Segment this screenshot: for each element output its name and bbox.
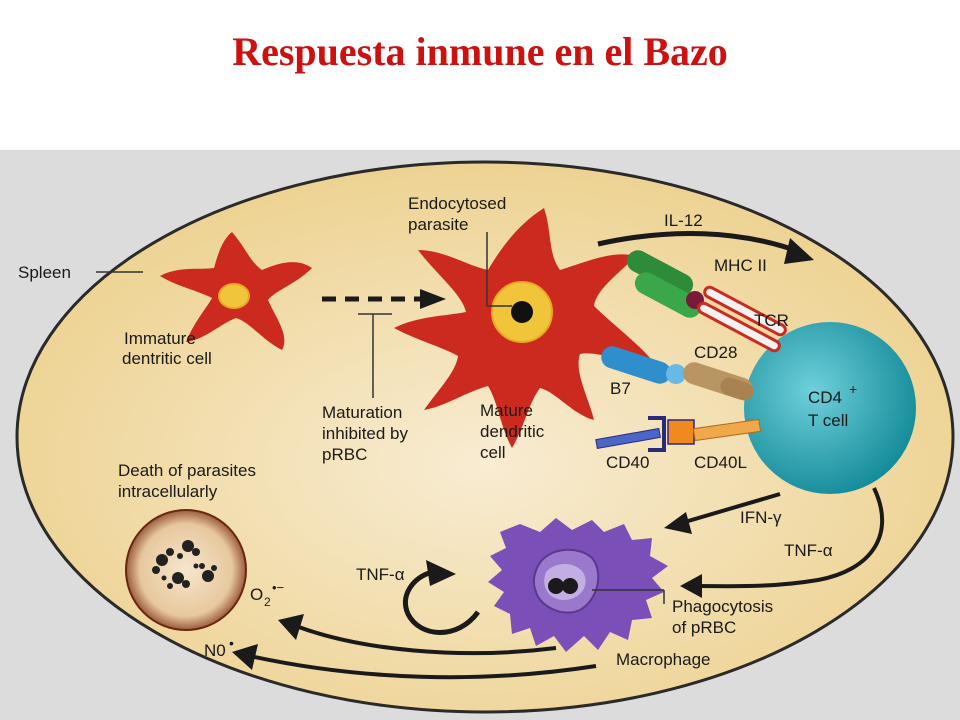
label-mature-1: Mature bbox=[480, 401, 533, 420]
page-title: Respuesta inmune en el Bazo bbox=[232, 29, 728, 74]
tnf-left-arrow bbox=[403, 569, 481, 635]
label-phago-1: Phagocytosis bbox=[672, 597, 773, 616]
no-arrow bbox=[249, 654, 597, 680]
label-macrophage: Macrophage bbox=[616, 650, 711, 669]
label-mature-3: cell bbox=[480, 443, 506, 462]
label-death-1: Death of parasites bbox=[118, 461, 256, 480]
label-no-sup: • bbox=[229, 635, 234, 651]
label-il12: IL-12 bbox=[664, 211, 703, 230]
cd40-cd40l-complex bbox=[595, 416, 762, 452]
dead-parasite-cell bbox=[125, 509, 247, 631]
endocytosed-parasite bbox=[511, 301, 533, 323]
label-phago-2: of pRBC bbox=[672, 618, 736, 637]
label-maturation-1: Maturation bbox=[322, 403, 402, 422]
cd4-t-cell bbox=[744, 322, 916, 494]
phagocytosed-prbc-2 bbox=[562, 578, 578, 594]
label-no: N0 bbox=[204, 641, 226, 660]
parasite-debris bbox=[152, 540, 217, 589]
label-tnf-left: TNF-α bbox=[356, 565, 405, 584]
label-cd40: CD40 bbox=[606, 453, 649, 472]
label-mature-2: dendritic bbox=[480, 422, 545, 441]
label-o2-sub: 2 bbox=[264, 595, 271, 609]
o2-arrow bbox=[295, 624, 557, 656]
label-maturation-2: inhibited by bbox=[322, 424, 409, 443]
phagocytosed-prbc-1 bbox=[548, 578, 564, 594]
label-tnf-right: TNF-α bbox=[784, 541, 833, 560]
label-ifn: IFN-γ bbox=[740, 508, 782, 527]
label-endocytosed-2: parasite bbox=[408, 215, 468, 234]
label-maturation-3: pRBC bbox=[322, 445, 367, 464]
il12-arrowhead bbox=[784, 238, 814, 264]
label-mhc2: MHC II bbox=[714, 256, 767, 275]
mhc2-tcr-complex bbox=[626, 250, 787, 353]
o2-arrowhead bbox=[278, 614, 304, 640]
tnf-right-arrowhead bbox=[680, 574, 702, 598]
label-immature-1: Immature bbox=[124, 329, 196, 348]
label-cd4: CD4 bbox=[808, 388, 842, 407]
label-endocytosed-1: Endocytosed bbox=[408, 194, 506, 213]
label-spleen: Spleen bbox=[18, 263, 71, 282]
label-death-2: intracellularly bbox=[118, 482, 218, 501]
label-cd28: CD28 bbox=[694, 343, 737, 362]
immature-nucleus bbox=[218, 283, 250, 309]
label-cd4-sup: + bbox=[849, 381, 857, 397]
label-tcr: TCR bbox=[754, 311, 789, 330]
ifn-arrowhead bbox=[664, 512, 692, 534]
label-b7: B7 bbox=[610, 379, 631, 398]
label-immature-2: dentritic cell bbox=[122, 349, 212, 368]
label-t-cell: T cell bbox=[808, 411, 848, 430]
label-o2-sup: •− bbox=[272, 580, 284, 595]
label-cd40l: CD40L bbox=[694, 453, 747, 472]
tnf-left-arrowhead bbox=[426, 560, 456, 586]
b7-cd28-complex bbox=[601, 346, 754, 401]
tnf-right-arrow bbox=[693, 487, 885, 589]
maturation-arrowhead bbox=[420, 289, 446, 309]
no-arrowhead bbox=[232, 644, 258, 670]
il12-arrow bbox=[597, 231, 801, 255]
label-o2: O bbox=[250, 585, 263, 604]
